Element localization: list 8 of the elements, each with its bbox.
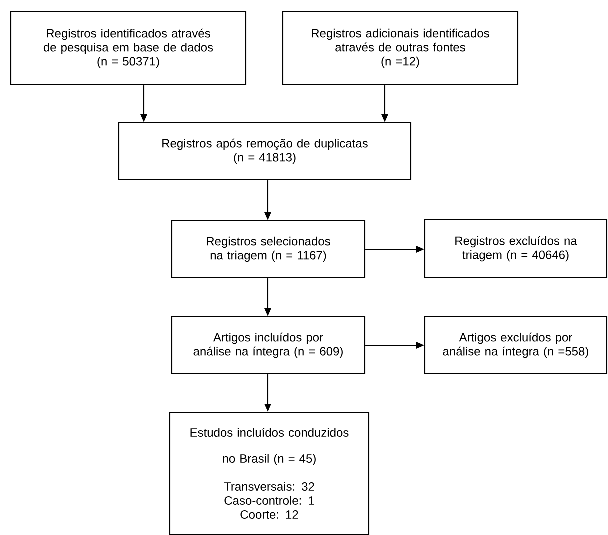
box: Artigos excluídos por análise na íntegra (n =558) bbox=[424, 316, 608, 375]
box: Registros identificados através de pesquisa em base de dados (n = 50371) bbox=[10, 11, 247, 86]
box: Registros selecionados na triagem (n = 1167) bbox=[171, 220, 366, 279]
box: Artigos incluídos por análise na íntegra (n = 609) bbox=[171, 316, 366, 375]
box: Estudos incluídos conduzidos no Brasil (n = 45) Transversais: 32 Caso-controle: 1 Coorte: 12 bbox=[169, 412, 370, 535]
box: Registros excluídos na triagem (n = 40646) bbox=[424, 219, 608, 279]
box: Registros após remoção de duplicatas (n = 41813) bbox=[118, 122, 412, 181]
box: Registros adicionais identificados através de outras fontes (n =12) bbox=[282, 11, 519, 86]
